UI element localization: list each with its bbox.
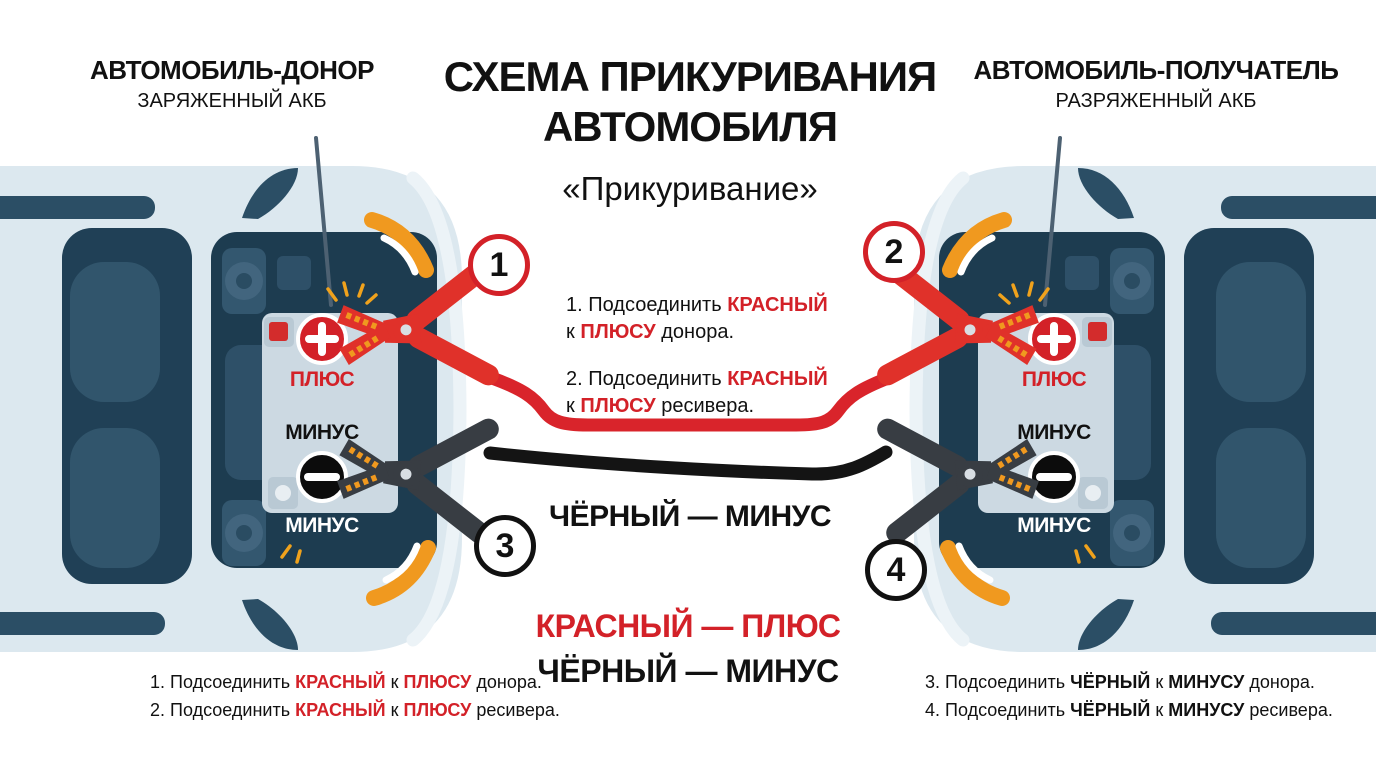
page-title-line1: СХЕМА ПРИКУРИВАНИЯ — [443, 53, 937, 100]
br1-term: МИНУСУ — [1168, 672, 1245, 692]
step-marker-1: 1 — [468, 234, 530, 296]
bl1-mid: к — [390, 672, 399, 692]
step2-line2-lead: к — [566, 395, 575, 417]
black-cable-caption: ЧЁРНЫЙ — МИНУС — [549, 500, 831, 533]
center-step1-line1: 1. Подсоединить КРАСНЫЙ — [566, 292, 828, 319]
donor-car — [0, 138, 462, 652]
br1-mid: к — [1155, 672, 1164, 692]
step2-line2-tail: ресивера. — [661, 395, 755, 417]
donor-minus-lower-label: МИНУС — [285, 514, 359, 537]
center-step1-line2: к ПЛЮСУ донора. — [566, 319, 828, 346]
bl2-term: ПЛЮСУ — [403, 700, 472, 720]
step1-line2-tail: донора. — [661, 321, 735, 343]
bl1-term: ПЛЮСУ — [403, 672, 472, 692]
spacer — [566, 346, 828, 366]
bottom-right-steps: 3. Подсоединить ЧЁРНЫЙ к МИНУСУ донора. … — [925, 668, 1333, 724]
bl1-red-word: КРАСНЫЙ — [295, 672, 386, 692]
center-instructions: 1. Подсоединить КРАСНЫЙ к ПЛЮСУ донора. … — [566, 292, 828, 420]
page-subtitle: «Прикуривание» — [562, 170, 818, 207]
donor-title: АВТОМОБИЛЬ-ДОНОР — [90, 55, 374, 85]
legend-red: КРАСНЫЙ — ПЛЮС — [535, 608, 841, 644]
br2-lead: 4. Подсоединить — [925, 700, 1066, 720]
bottom-right-line2: 4. Подсоединить ЧЁРНЫЙ к МИНУСУ ресивера… — [925, 696, 1333, 724]
bl2-tail: ресивера. — [476, 700, 560, 720]
br2-term: МИНУСУ — [1168, 700, 1245, 720]
bl1-lead: 1. Подсоединить — [150, 672, 291, 692]
br1-lead: 3. Подсоединить — [925, 672, 1066, 692]
step-marker-2: 2 — [863, 221, 925, 283]
bottom-left-steps: 1. Подсоединить КРАСНЫЙ к ПЛЮСУ донора. … — [150, 668, 560, 724]
bl2-red-word: КРАСНЫЙ — [295, 700, 386, 720]
step2-line2-red: ПЛЮСУ — [580, 395, 656, 417]
center-step2-line1: 2. Подсоединить КРАСНЫЙ — [566, 366, 828, 393]
legend-black: ЧЁРНЫЙ — МИНУС — [537, 653, 839, 689]
step1-lead: 1. Подсоединить — [566, 294, 722, 316]
br2-tail: ресивера. — [1249, 700, 1333, 720]
br1-tail: донора. — [1249, 672, 1315, 692]
step1-red-word: КРАСНЫЙ — [727, 294, 828, 316]
bl2-lead: 2. Подсоединить — [150, 700, 291, 720]
step-marker-4: 4 — [865, 539, 927, 601]
black-cable — [483, 445, 893, 481]
page-title-line2: АВТОМОБИЛЯ — [542, 103, 838, 150]
receiver-subtitle: РАЗРЯЖЕННЫЙ АКБ — [1055, 90, 1257, 112]
donor-header: АВТОМОБИЛЬ-ДОНОР ЗАРЯЖЕННЫЙ АКБ — [90, 55, 374, 113]
receiver-header: АВТОМОБИЛЬ-ПОЛУЧАТЕЛЬ РАЗРЯЖЕННЫЙ АКБ — [974, 55, 1339, 113]
bl1-tail: донора. — [476, 672, 542, 692]
br2-mid: к — [1155, 700, 1164, 720]
center-step2-line2: к ПЛЮСУ ресивера. — [566, 393, 828, 420]
bl2-mid: к — [390, 700, 399, 720]
br2-black-word: ЧЁРНЫЙ — [1070, 700, 1151, 720]
bottom-left-line1: 1. Подсоединить КРАСНЫЙ к ПЛЮСУ донора. — [150, 668, 560, 696]
main-title-block: СХЕМА ПРИКУРИВАНИЯ АВТОМОБИЛЯ «Прикурива… — [443, 52, 937, 208]
red-cable — [485, 371, 895, 432]
receiver-minus-label: МИНУС — [1017, 421, 1091, 444]
step1-line2-red: ПЛЮСУ — [580, 321, 656, 343]
step1-line2-lead: к — [566, 321, 575, 343]
donor-minus-label: МИНУС — [285, 421, 359, 444]
step2-red-word: КРАСНЫЙ — [727, 368, 828, 390]
bottom-left-line2: 2. Подсоединить КРАСНЫЙ к ПЛЮСУ ресивера… — [150, 696, 560, 724]
bottom-right-line1: 3. Подсоединить ЧЁРНЫЙ к МИНУСУ донора. — [925, 668, 1333, 696]
br1-black-word: ЧЁРНЫЙ — [1070, 672, 1151, 692]
donor-subtitle: ЗАРЯЖЕННЫЙ АКБ — [137, 90, 327, 112]
receiver-car — [914, 138, 1376, 652]
receiver-minus-lower-label: МИНУС — [1017, 514, 1091, 537]
step2-lead: 2. Подсоединить — [566, 368, 722, 390]
receiver-title: АВТОМОБИЛЬ-ПОЛУЧАТЕЛЬ — [973, 55, 1339, 85]
step-marker-3: 3 — [474, 515, 536, 577]
receiver-plus-label: ПЛЮС — [1021, 368, 1087, 391]
donor-plus-label: ПЛЮС — [289, 368, 355, 391]
